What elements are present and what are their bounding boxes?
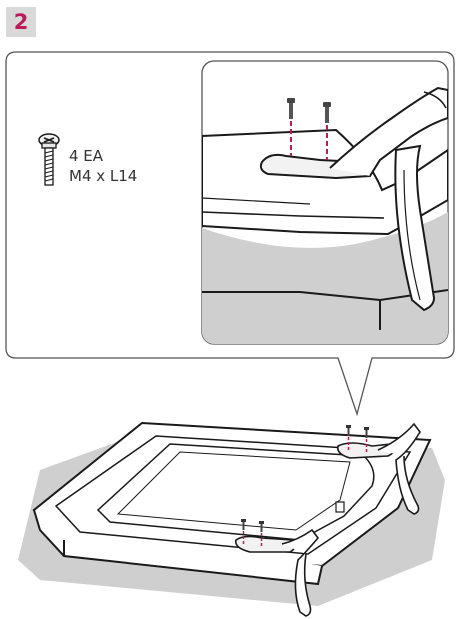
screw-size: M4 x L14 <box>69 166 137 186</box>
screw-quantity: 4 EA <box>69 146 137 166</box>
zoom-detail-panel <box>202 61 448 344</box>
tv-assembly-illustration <box>18 423 445 616</box>
screw-spec-label: 4 EA M4 x L14 <box>69 146 137 186</box>
